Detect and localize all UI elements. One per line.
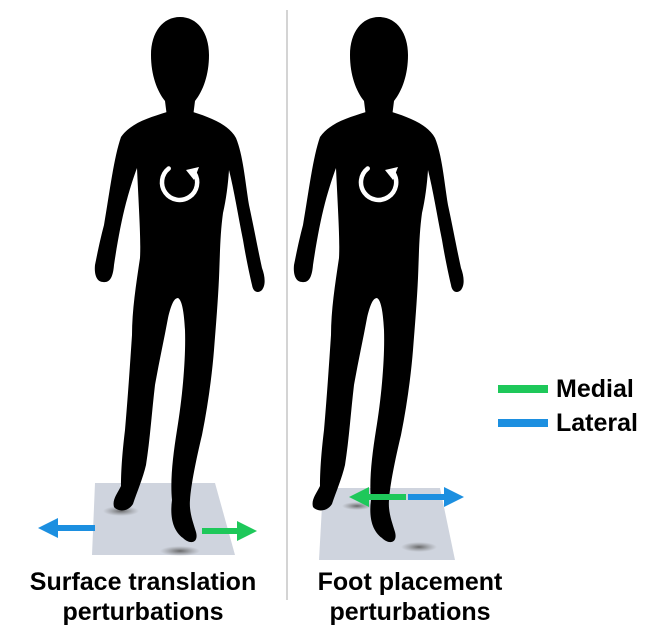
legend-swatch-lateral	[498, 419, 548, 427]
caption-right-line2: perturbations	[292, 597, 528, 627]
foot-shadow-left-2	[160, 546, 200, 556]
legend-swatch-medial	[498, 385, 548, 393]
lateral-arrow-icon	[38, 518, 95, 538]
legend-item-lateral: Lateral	[498, 408, 638, 438]
legend-label-lateral: Lateral	[556, 409, 638, 438]
caption-left-line2: perturbations	[0, 597, 286, 627]
person-silhouette-right	[294, 17, 464, 542]
foot-shadow-right-2	[401, 542, 437, 552]
surface-platform-left	[92, 483, 235, 555]
caption-foot-placement: Foot placement perturbations	[292, 567, 528, 627]
caption-left-line1: Surface translation	[0, 567, 286, 597]
caption-surface-translation: Surface translation perturbations	[0, 567, 286, 627]
person-silhouette-left	[95, 17, 265, 542]
caption-right-line1: Foot placement	[292, 567, 528, 597]
legend-item-medial: Medial	[498, 374, 634, 404]
legend-label-medial: Medial	[556, 375, 634, 404]
